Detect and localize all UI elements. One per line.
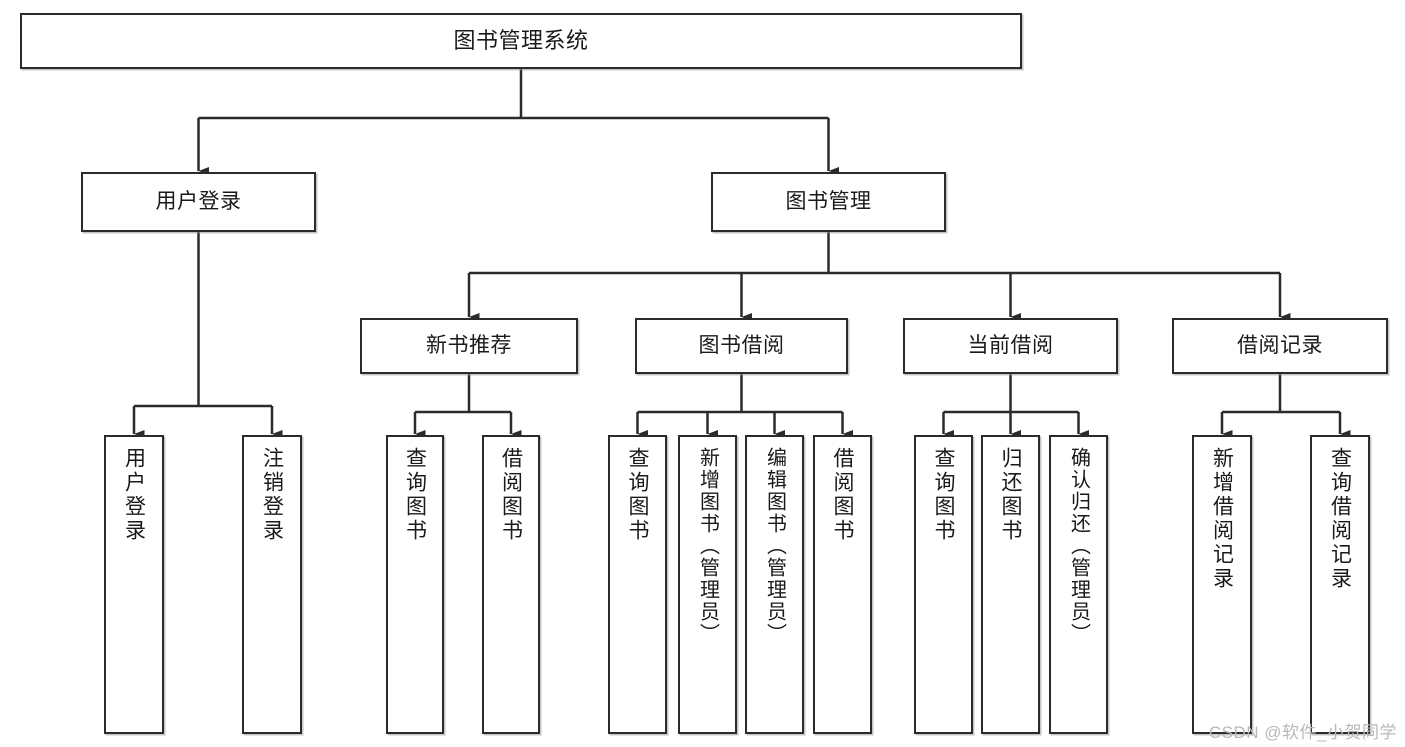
node-label: 注销登录 <box>260 447 284 543</box>
node-leaf-query-record[interactable]: 查询借阅记录 <box>1310 435 1370 734</box>
node-label: 查询图书 <box>626 447 649 543</box>
node-leaf-return-book[interactable]: 归还图书 <box>981 435 1040 734</box>
node-label: 新增图书（管理员） <box>696 447 719 645</box>
node-user-login[interactable]: 用户登录 <box>81 172 316 232</box>
watermark: CSDN @软件_小贺同学 <box>1208 723 1397 742</box>
node-leaf-add-book[interactable]: 新增图书（管理员） <box>678 435 737 734</box>
node-label: 图书管理系统 <box>453 28 589 54</box>
node-leaf-edit-book[interactable]: 编辑图书（管理员） <box>745 435 804 734</box>
node-book-borrow[interactable]: 图书借阅 <box>635 318 848 374</box>
node-label: 图书借阅 <box>698 333 785 357</box>
node-leaf-user-logout[interactable]: 注销登录 <box>242 435 302 734</box>
node-label: 新书推荐 <box>426 333 512 357</box>
node-leaf-query-book-3[interactable]: 查询图书 <box>914 435 973 734</box>
node-new-book-recommend[interactable]: 新书推荐 <box>360 318 578 374</box>
node-leaf-query-book-1[interactable]: 查询图书 <box>386 435 444 734</box>
node-label: 借阅图书 <box>831 447 854 543</box>
node-label: 查询图书 <box>932 447 955 543</box>
node-label: 借阅记录 <box>1237 333 1323 357</box>
node-label: 归还图书 <box>999 447 1022 543</box>
node-leaf-borrow-book-1[interactable]: 借阅图书 <box>482 435 540 734</box>
node-label: 图书管理 <box>785 189 872 213</box>
node-book-manage[interactable]: 图书管理 <box>711 172 946 232</box>
node-label: 用户登录 <box>155 189 242 213</box>
node-leaf-query-book-2[interactable]: 查询图书 <box>608 435 667 734</box>
node-label: 查询图书 <box>403 447 427 543</box>
node-label: 确认归还（管理员） <box>1067 447 1090 645</box>
node-leaf-add-record[interactable]: 新增借阅记录 <box>1192 435 1252 734</box>
node-leaf-confirm-return[interactable]: 确认归还（管理员） <box>1049 435 1108 734</box>
node-leaf-borrow-book-2[interactable]: 借阅图书 <box>813 435 872 734</box>
node-label: 编辑图书（管理员） <box>763 447 786 645</box>
node-label: 用户登录 <box>122 447 146 543</box>
node-label: 借阅图书 <box>499 447 523 543</box>
node-root[interactable]: 图书管理系统 <box>20 13 1022 69</box>
node-label: 查询借阅记录 <box>1328 447 1352 591</box>
node-label: 新增借阅记录 <box>1210 447 1234 591</box>
node-current-borrow[interactable]: 当前借阅 <box>903 318 1118 374</box>
node-label: 当前借阅 <box>967 333 1054 357</box>
node-leaf-user-login[interactable]: 用户登录 <box>104 435 164 734</box>
node-borrow-record[interactable]: 借阅记录 <box>1172 318 1388 374</box>
